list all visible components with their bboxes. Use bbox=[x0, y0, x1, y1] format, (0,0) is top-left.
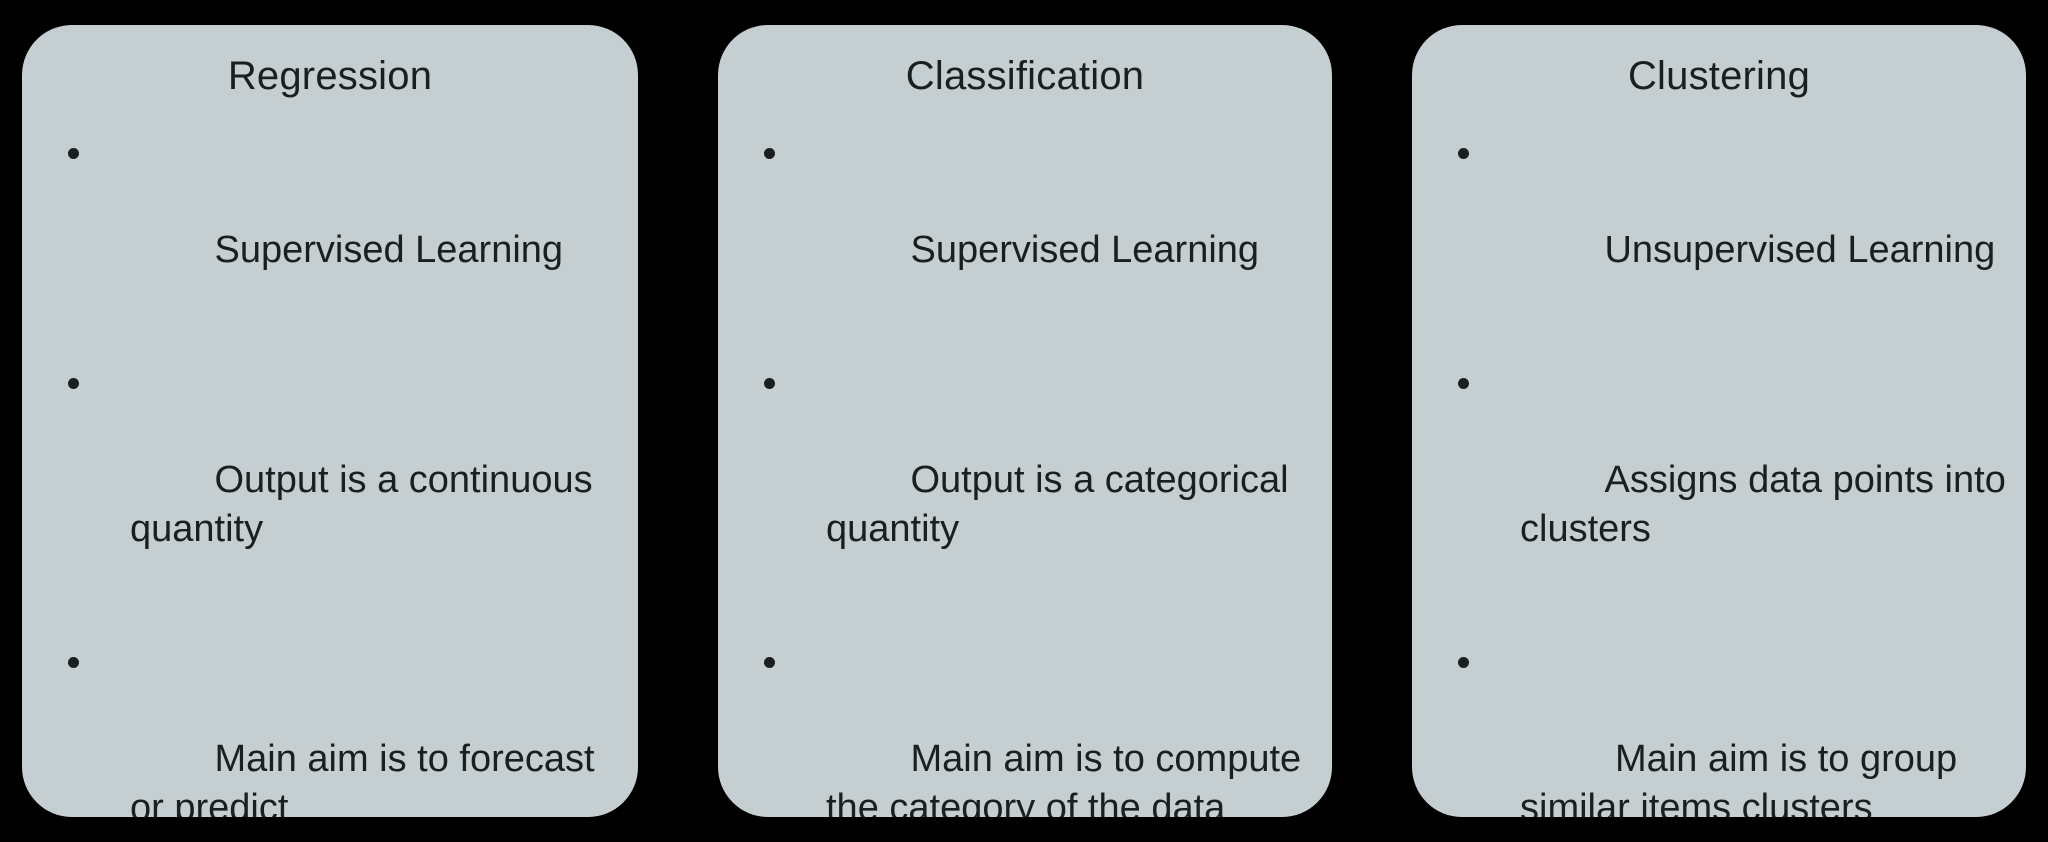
card-title-clustering: Clustering bbox=[1627, 54, 1811, 98]
bullet-list-regression: Supervised Learning Output is a continuo… bbox=[22, 128, 638, 817]
list-item: Supervised Learning bbox=[44, 128, 638, 324]
card-clustering: Clustering Unsupervised Learning Assigns… bbox=[1412, 25, 2026, 817]
bullet-dot-icon bbox=[68, 657, 79, 668]
list-item: Main aim is to forecast or predict bbox=[44, 637, 638, 817]
list-item-label: Main aim is to group similar items clust… bbox=[1520, 738, 1968, 817]
bullet-list-classification: Supervised Learning Output is a categori… bbox=[718, 128, 1332, 817]
card-title-regression: Regression bbox=[227, 54, 433, 98]
bullet-dot-icon bbox=[764, 378, 775, 389]
bullet-dot-icon bbox=[764, 148, 775, 159]
list-item: Main aim is to compute the category of t… bbox=[740, 637, 1332, 817]
bullet-list-clustering: Unsupervised Learning Assigns data point… bbox=[1412, 128, 2026, 817]
list-item: Unsupervised Learning bbox=[1434, 128, 2026, 324]
bullet-dot-icon bbox=[764, 657, 775, 668]
bullet-dot-icon bbox=[1458, 148, 1469, 159]
list-item: Assigns data points into clusters bbox=[1434, 358, 2026, 603]
list-item: Main aim is to group similar items clust… bbox=[1434, 637, 2026, 817]
list-item: Output is a continuous quantity bbox=[44, 358, 638, 603]
card-regression: Regression Supervised Learning Output is… bbox=[22, 25, 638, 817]
card-classification: Classification Supervised Learning Outpu… bbox=[718, 25, 1332, 817]
list-item: Supervised Learning bbox=[740, 128, 1332, 324]
list-item-label: Assigns data points into clusters bbox=[1520, 459, 2017, 550]
list-item-label: Unsupervised Learning bbox=[1604, 229, 1996, 271]
list-item-label: Supervised Learning bbox=[214, 229, 564, 271]
list-item-label: Main aim is to forecast or predict bbox=[130, 738, 606, 817]
list-item-label: Supervised Learning bbox=[910, 229, 1260, 271]
bullet-dot-icon bbox=[1458, 657, 1469, 668]
card-title-classification: Classification bbox=[905, 54, 1145, 98]
list-item-label: Main aim is to compute the category of t… bbox=[826, 738, 1312, 817]
list-item: Output is a categorical quantity bbox=[740, 358, 1332, 603]
list-item-label: Output is a categorical quantity bbox=[826, 459, 1300, 550]
bullet-dot-icon bbox=[68, 378, 79, 389]
bullet-dot-icon bbox=[1458, 378, 1469, 389]
list-item-label: Output is a continuous quantity bbox=[130, 459, 604, 550]
bullet-dot-icon bbox=[68, 148, 79, 159]
